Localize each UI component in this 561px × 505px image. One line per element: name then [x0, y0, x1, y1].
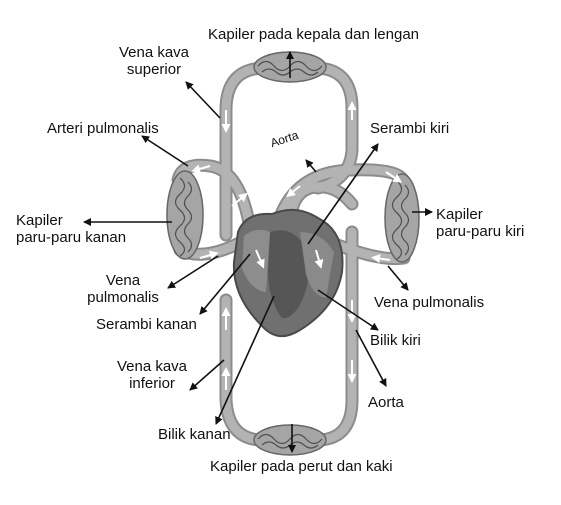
label-kapiler-perut: Kapiler pada perut dan kaki: [210, 458, 393, 475]
leader-arrows: [83, 51, 433, 453]
arrow-arteri-pulmonalis: [141, 135, 189, 167]
arrow-vena-kava-superior: [185, 81, 221, 119]
arrow-aorta-bottom: [355, 329, 387, 387]
arrow-serambi-kiri: [307, 143, 379, 245]
label-serambi-kiri: Serambi kiri: [370, 120, 450, 137]
label-kapiler-paru-kanan: Kapiler paru-paru kanan: [16, 212, 127, 246]
label-vena-kava-superior: Vena kava superior: [118, 44, 190, 78]
kapiler-paru-kiri-bed: [384, 173, 420, 263]
label-arteri-pulmonalis: Arteri pulmonalis: [47, 120, 159, 137]
label-bilik-kanan: Bilik kanan: [158, 426, 231, 443]
kapiler-paru-kanan-bed: [166, 170, 204, 260]
kapiler-perut-bed: [253, 424, 327, 456]
arrow-bilik-kanan: [215, 295, 275, 425]
label-kapiler-paru-kiri: Kapiler paru-paru kiri: [436, 206, 525, 240]
label-kapiler-kepala: Kapiler pada kepala dan lengan: [208, 26, 420, 43]
arrow-serambi-kanan: [199, 253, 251, 315]
label-serambi-kanan: Serambi kanan: [96, 316, 197, 333]
arrow-vena-pulmonalis-right: [387, 265, 409, 291]
heart: [232, 208, 344, 337]
flow-arrows: [191, 101, 403, 390]
arrow-vena-pulmonalis-left: [167, 255, 219, 289]
arrow-aorta-top: [305, 159, 317, 173]
label-vena-kava-inferior: Vena kava inferior: [116, 358, 188, 392]
arrow-bilik-kiri: [317, 289, 379, 331]
label-vena-pulmonalis-left: Vena pulmonalis: [87, 272, 159, 306]
label-bilik-kiri: Bilik kiri: [370, 332, 421, 349]
label-vena-pulmonalis-right: Vena pulmonalis: [374, 294, 485, 311]
label-aorta-bottom: Aorta: [368, 394, 404, 411]
arrow-vena-kava-inferior: [189, 359, 225, 391]
